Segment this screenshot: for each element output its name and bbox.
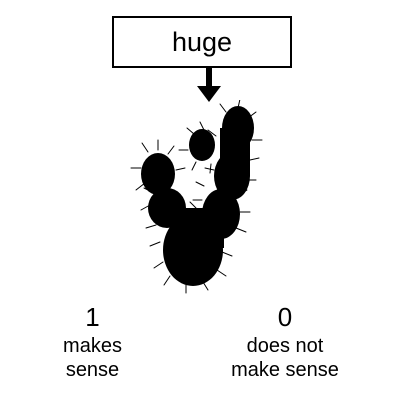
option-does-not-make-sense: 0 does not make sense [210, 302, 360, 382]
word-box: huge [112, 16, 292, 68]
option-label-line2: sense [65, 359, 120, 381]
down-arrow-icon [197, 68, 221, 102]
option-label-line2: make sense [231, 359, 339, 381]
option-value: 1 [85, 302, 100, 332]
cactus-icon [130, 100, 263, 294]
option-label-line1: makes [63, 335, 122, 357]
option-makes-sense: 1 makes sense [40, 302, 145, 382]
option-label-line1: does not [246, 335, 324, 357]
option-value: 0 [277, 302, 293, 332]
word-text: huge [171, 26, 233, 57]
